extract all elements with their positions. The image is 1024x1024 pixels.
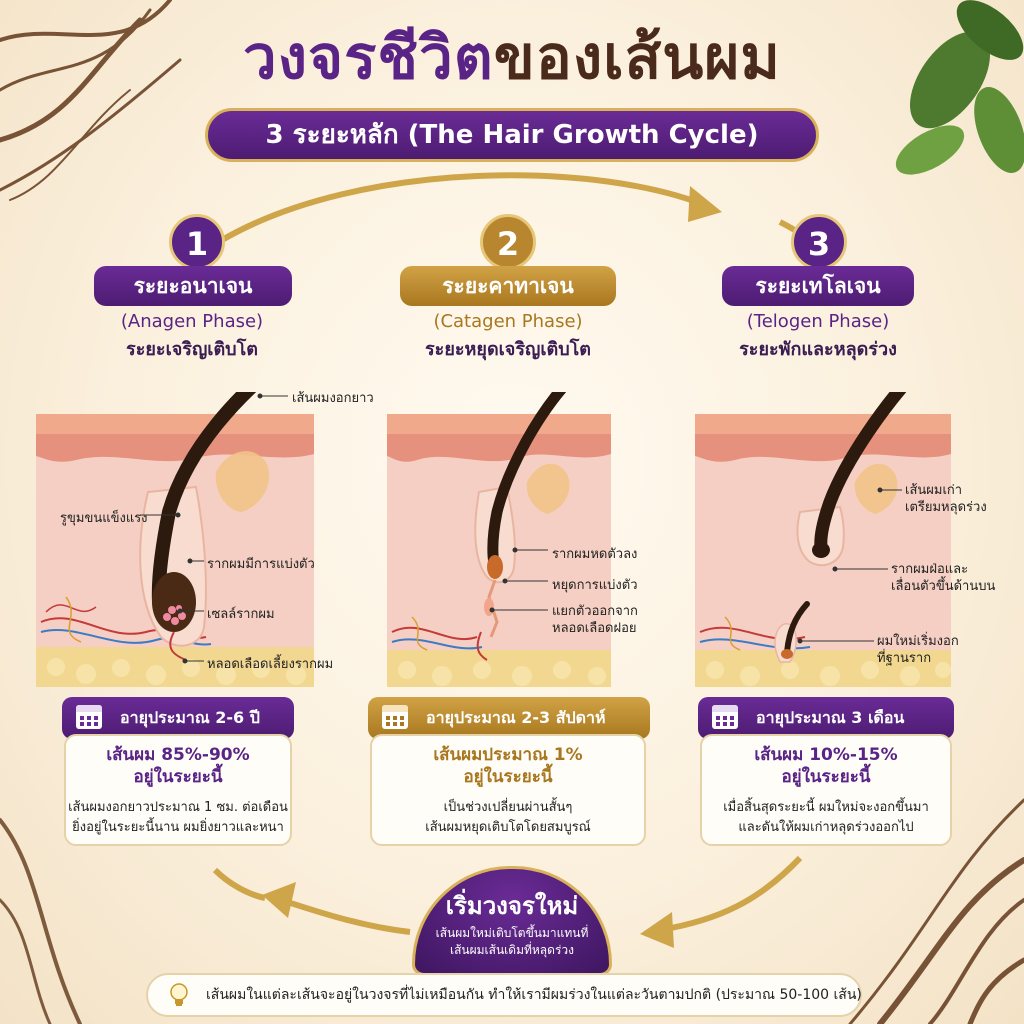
- phase-1-duration-bar: อายุประมาณ 2-6 ปี: [62, 697, 294, 739]
- phase-2-detail-line1: เป็นช่วงเปลี่ยนผ่านสั้นๆ: [443, 800, 573, 815]
- phase-1-label-root-division: รากผมมีการแบ่งตัว: [207, 557, 315, 572]
- phase-2-description: ระยะหยุดเจริญเติบโต: [425, 339, 591, 360]
- arrow-icon: [220, 172, 714, 243]
- phase-2-skin-illustration: [387, 392, 611, 687]
- new-cycle-line1: เส้นผมใหม่เติบโตขึ้นมาแทนที่: [435, 926, 589, 940]
- footer-note: เส้นผมในแต่ละเส้นจะอยู่ในวงจรที่ไม่เหมือ…: [146, 973, 862, 1017]
- phase-3-label-root-atrophy: รากผมฝ่อและเลื่อนตัวขึ้นด้านบน: [891, 561, 995, 595]
- phase-3-label-old-hair-line2: เตรียมหลุดร่วง: [905, 500, 987, 515]
- phase-1-percent-line1: เส้นผม 85%-90%: [106, 745, 250, 765]
- phase-1-name: ระยะอนาเจน: [94, 266, 292, 306]
- phase-2-label-detach: แยกตัวออกจากหลอดเลือดฝอย: [552, 603, 638, 637]
- title-part1: วงจรชีวิต: [243, 23, 494, 93]
- phase-3-skin-illustration: [695, 392, 951, 687]
- phase-2-english-name: (Catagen Phase): [433, 311, 583, 332]
- phase-3-label-new-hair-line2: ที่ฐานราก: [877, 651, 932, 666]
- phase-1-percent-line2: อยู่ในระยะนี้: [133, 767, 223, 787]
- leaf-icon: [895, 0, 1024, 175]
- phase-3-duration-bar: อายุประมาณ 3 เดือน: [698, 697, 954, 739]
- phase-1-detail-line2: ยิ่งอยู่ในระยะนี้นาน ผมยิ่งยาวและหนา: [72, 820, 284, 835]
- calendar-icon: [382, 705, 408, 729]
- phase-2-label-detach-line1: แยกตัวออกจาก: [552, 604, 638, 619]
- phase-3-label-new-hair-line1: ผมใหม่เริ่มงอก: [877, 634, 959, 649]
- calendar-icon: [76, 705, 102, 729]
- footer-text: เส้นผมในแต่ละเส้นจะอยู่ในวงจรที่ไม่เหมือ…: [206, 987, 862, 1003]
- phase-3-name: ระยะเทโลเจน: [722, 266, 914, 306]
- phase-3-duration: อายุประมาณ 3 เดือน: [756, 708, 905, 727]
- hair-strands-top-left: [0, 0, 182, 201]
- phase-1-skin-illustration: [36, 392, 314, 687]
- phase-3-label-old-hair-line1: เส้นผมเก่า: [905, 483, 963, 498]
- phase-2-detail-line2: เส้นผมหยุดเติบโตโดยสมบูรณ์: [425, 820, 591, 835]
- phase-1-info-box: เส้นผม 85%-90%อยู่ในระยะนี้ เส้นผมงอกยาว…: [64, 734, 292, 846]
- phase-3-label-root-atrophy-line2: เลื่อนตัวขึ้นด้านบน: [891, 579, 996, 594]
- phase-2-label-detach-line2: หลอดเลือดฝอย: [552, 621, 637, 636]
- phase-2-name: ระยะคาทาเจน: [400, 266, 616, 306]
- phase-2-number: 2: [480, 214, 536, 270]
- phase-1-label-root-cell: เซลล์รากผม: [207, 607, 275, 622]
- phase-1-label-blood-vessel: หลอดเลือดเลี้ยงรากผม: [207, 657, 334, 672]
- new-cycle-line2: เส้นผมเส้นเดิมที่หลุดร่วง: [449, 943, 574, 957]
- phase-1-detail-line1: เส้นผมงอกยาวประมาณ 1 ซม. ต่อเดือน: [68, 800, 288, 815]
- phase-1-english-name: (Anagen Phase): [120, 311, 264, 332]
- phase-2-percent-line2: อยู่ในระยะนี้: [463, 767, 553, 787]
- hair-strands-bottom-right: [848, 798, 1024, 1024]
- phase-2-duration: อายุประมาณ 2-3 สัปดาห์: [426, 708, 606, 727]
- phase-2-percent-line1: เส้นผมประมาณ 1%: [433, 745, 583, 765]
- hair-strands-bottom-left: [0, 818, 82, 1024]
- phase-3-label-old-hair: เส้นผมเก่าเตรียมหลุดร่วง: [905, 482, 987, 516]
- phase-3-percent-line1: เส้นผม 10%-15%: [754, 745, 898, 765]
- calendar-icon: [712, 705, 738, 729]
- phase-3-detail-line1: เมื่อสิ้นสุดระยะนี้ ผมใหม่จะงอกขึ้นมา: [723, 800, 929, 815]
- phase-3-label-root-atrophy-line1: รากผมฝ่อและ: [891, 562, 969, 577]
- phase-3-detail-line2: และดันให้ผมเก่าหลุดร่วงออกไป: [738, 820, 914, 835]
- phase-1-duration: อายุประมาณ 2-6 ปี: [120, 708, 260, 727]
- new-cycle-title: เริ่มวงจรใหม่: [445, 892, 579, 920]
- subtitle-banner: 3 ระยะหลัก (The Hair Growth Cycle): [205, 108, 819, 162]
- phase-1-description: ระยะเจริญเติบโต: [126, 339, 258, 360]
- title-part2: ของเส้นผม: [493, 23, 781, 93]
- phase-3-label-new-hair: ผมใหม่เริ่มงอกที่ฐานราก: [877, 633, 959, 667]
- phase-2-duration-bar: อายุประมาณ 2-3 สัปดาห์: [368, 697, 650, 739]
- phase-1-label-hair-grow: เส้นผมงอกยาว: [292, 391, 374, 406]
- phase-2-label-root-shrink: รากผมหดตัวลง: [552, 547, 638, 562]
- lightbulb-icon: [170, 983, 188, 1006]
- phase-2-label-stop-division: หยุดการแบ่งตัว: [552, 578, 638, 593]
- phase-1-label-follicle: รูขุมขนแข็งแรง: [60, 511, 148, 526]
- phase-2-info-box: เส้นผมประมาณ 1%อยู่ในระยะนี้ เป็นช่วงเปล…: [370, 734, 646, 846]
- page-title: วงจรชีวิตของเส้นผม: [0, 18, 1024, 98]
- phase-3-english-name: (Telogen Phase): [746, 311, 890, 332]
- phase-3-description: ระยะพักและหลุดร่วง: [739, 339, 897, 360]
- phase-3-info-box: เส้นผม 10%-15%อยู่ในระยะนี้ เมื่อสิ้นสุด…: [700, 734, 952, 846]
- phase-3-percent-line2: อยู่ในระยะนี้: [781, 767, 871, 787]
